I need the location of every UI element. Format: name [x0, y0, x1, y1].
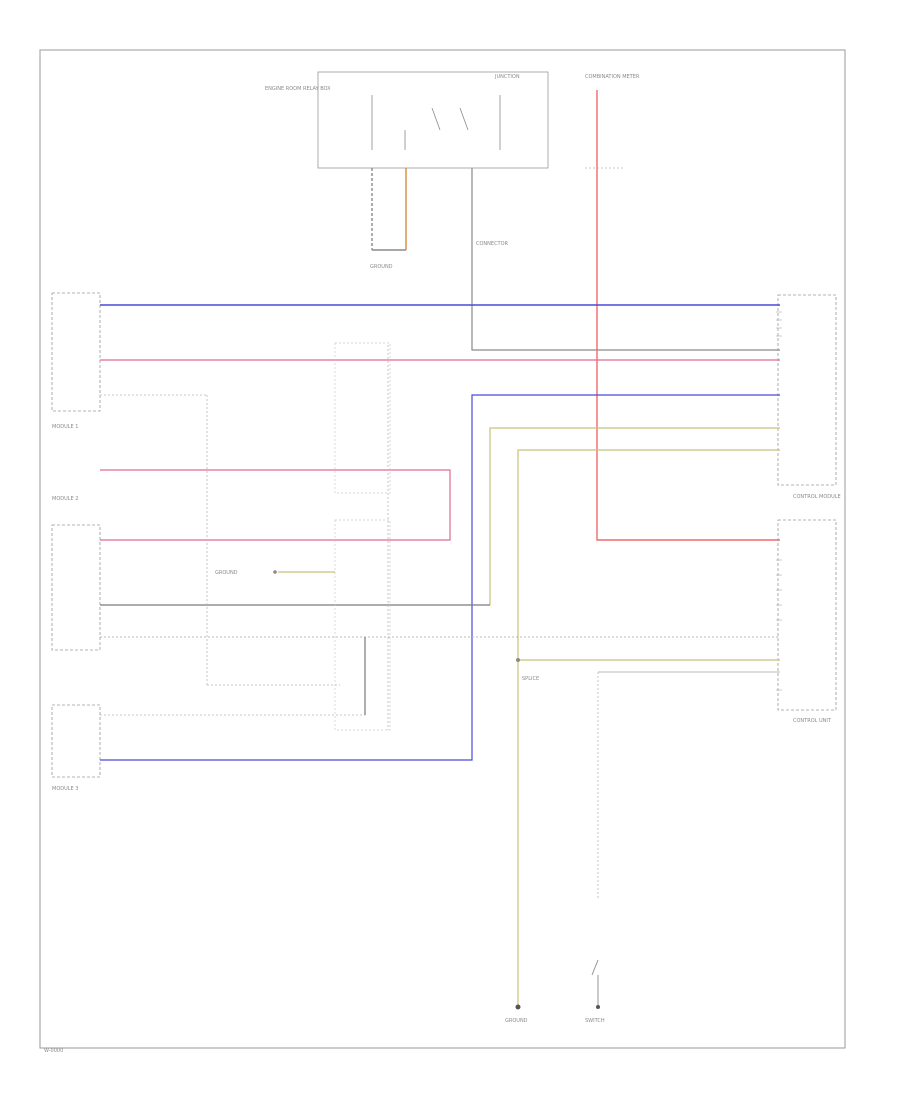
mid-connector-label: CONNECTOR — [476, 241, 509, 247]
left-module-3-label: MODULE 3 — [52, 786, 78, 792]
right-unit-upper — [777, 294, 837, 486]
splice-label: SPLICE — [522, 676, 539, 682]
switch-icon — [591, 959, 599, 1005]
mid-splice — [273, 570, 277, 574]
relay-box-title: ENGINE ROOM RELAY BOX — [265, 86, 331, 92]
right-unit-lower — [777, 519, 837, 711]
combo-meter-label: COMBINATION METER — [585, 74, 640, 80]
left-module-1-label: MODULE 1 — [52, 424, 78, 430]
left-module-2 — [51, 524, 101, 651]
bottom-ground-left-label: GROUND — [505, 1018, 528, 1024]
relay-box — [317, 71, 549, 169]
yellow-wire-1 — [489, 427, 780, 605]
right-unit-pins — [776, 311, 782, 691]
dashed-connectors — [100, 345, 599, 900]
left-module-1 — [51, 292, 101, 412]
yellow-wire-2 — [517, 449, 780, 1005]
ground-mid-label: GROUND — [215, 570, 238, 576]
diagram-frame — [39, 49, 846, 1049]
bottom-switch-right-label: SWITCH — [585, 1018, 605, 1024]
left-module-3 — [51, 704, 101, 778]
blue-wire-bottom — [100, 394, 780, 761]
junction-box-lower — [334, 519, 391, 731]
pink-wire-2 — [100, 469, 451, 541]
left-module-2-label: MODULE 2 — [52, 496, 78, 502]
right-unit-label-a: CONTROL MODULE — [793, 494, 841, 500]
junction-top-label: JUNCTION — [494, 74, 520, 80]
junction-box-upper — [334, 342, 391, 494]
ground-wires — [371, 168, 407, 251]
red-wire — [596, 90, 780, 541]
right-unit-label-b: CONTROL UNIT — [793, 718, 832, 724]
gray-wire-relay — [471, 168, 780, 351]
yellow-splice — [516, 658, 520, 662]
switch-ground-dot — [596, 1005, 600, 1009]
relay-symbols — [371, 95, 501, 150]
bottom-ground-dot — [515, 1004, 521, 1010]
footer-code: W-0000 — [44, 1048, 63, 1054]
ground-main-label: GROUND — [370, 264, 393, 270]
